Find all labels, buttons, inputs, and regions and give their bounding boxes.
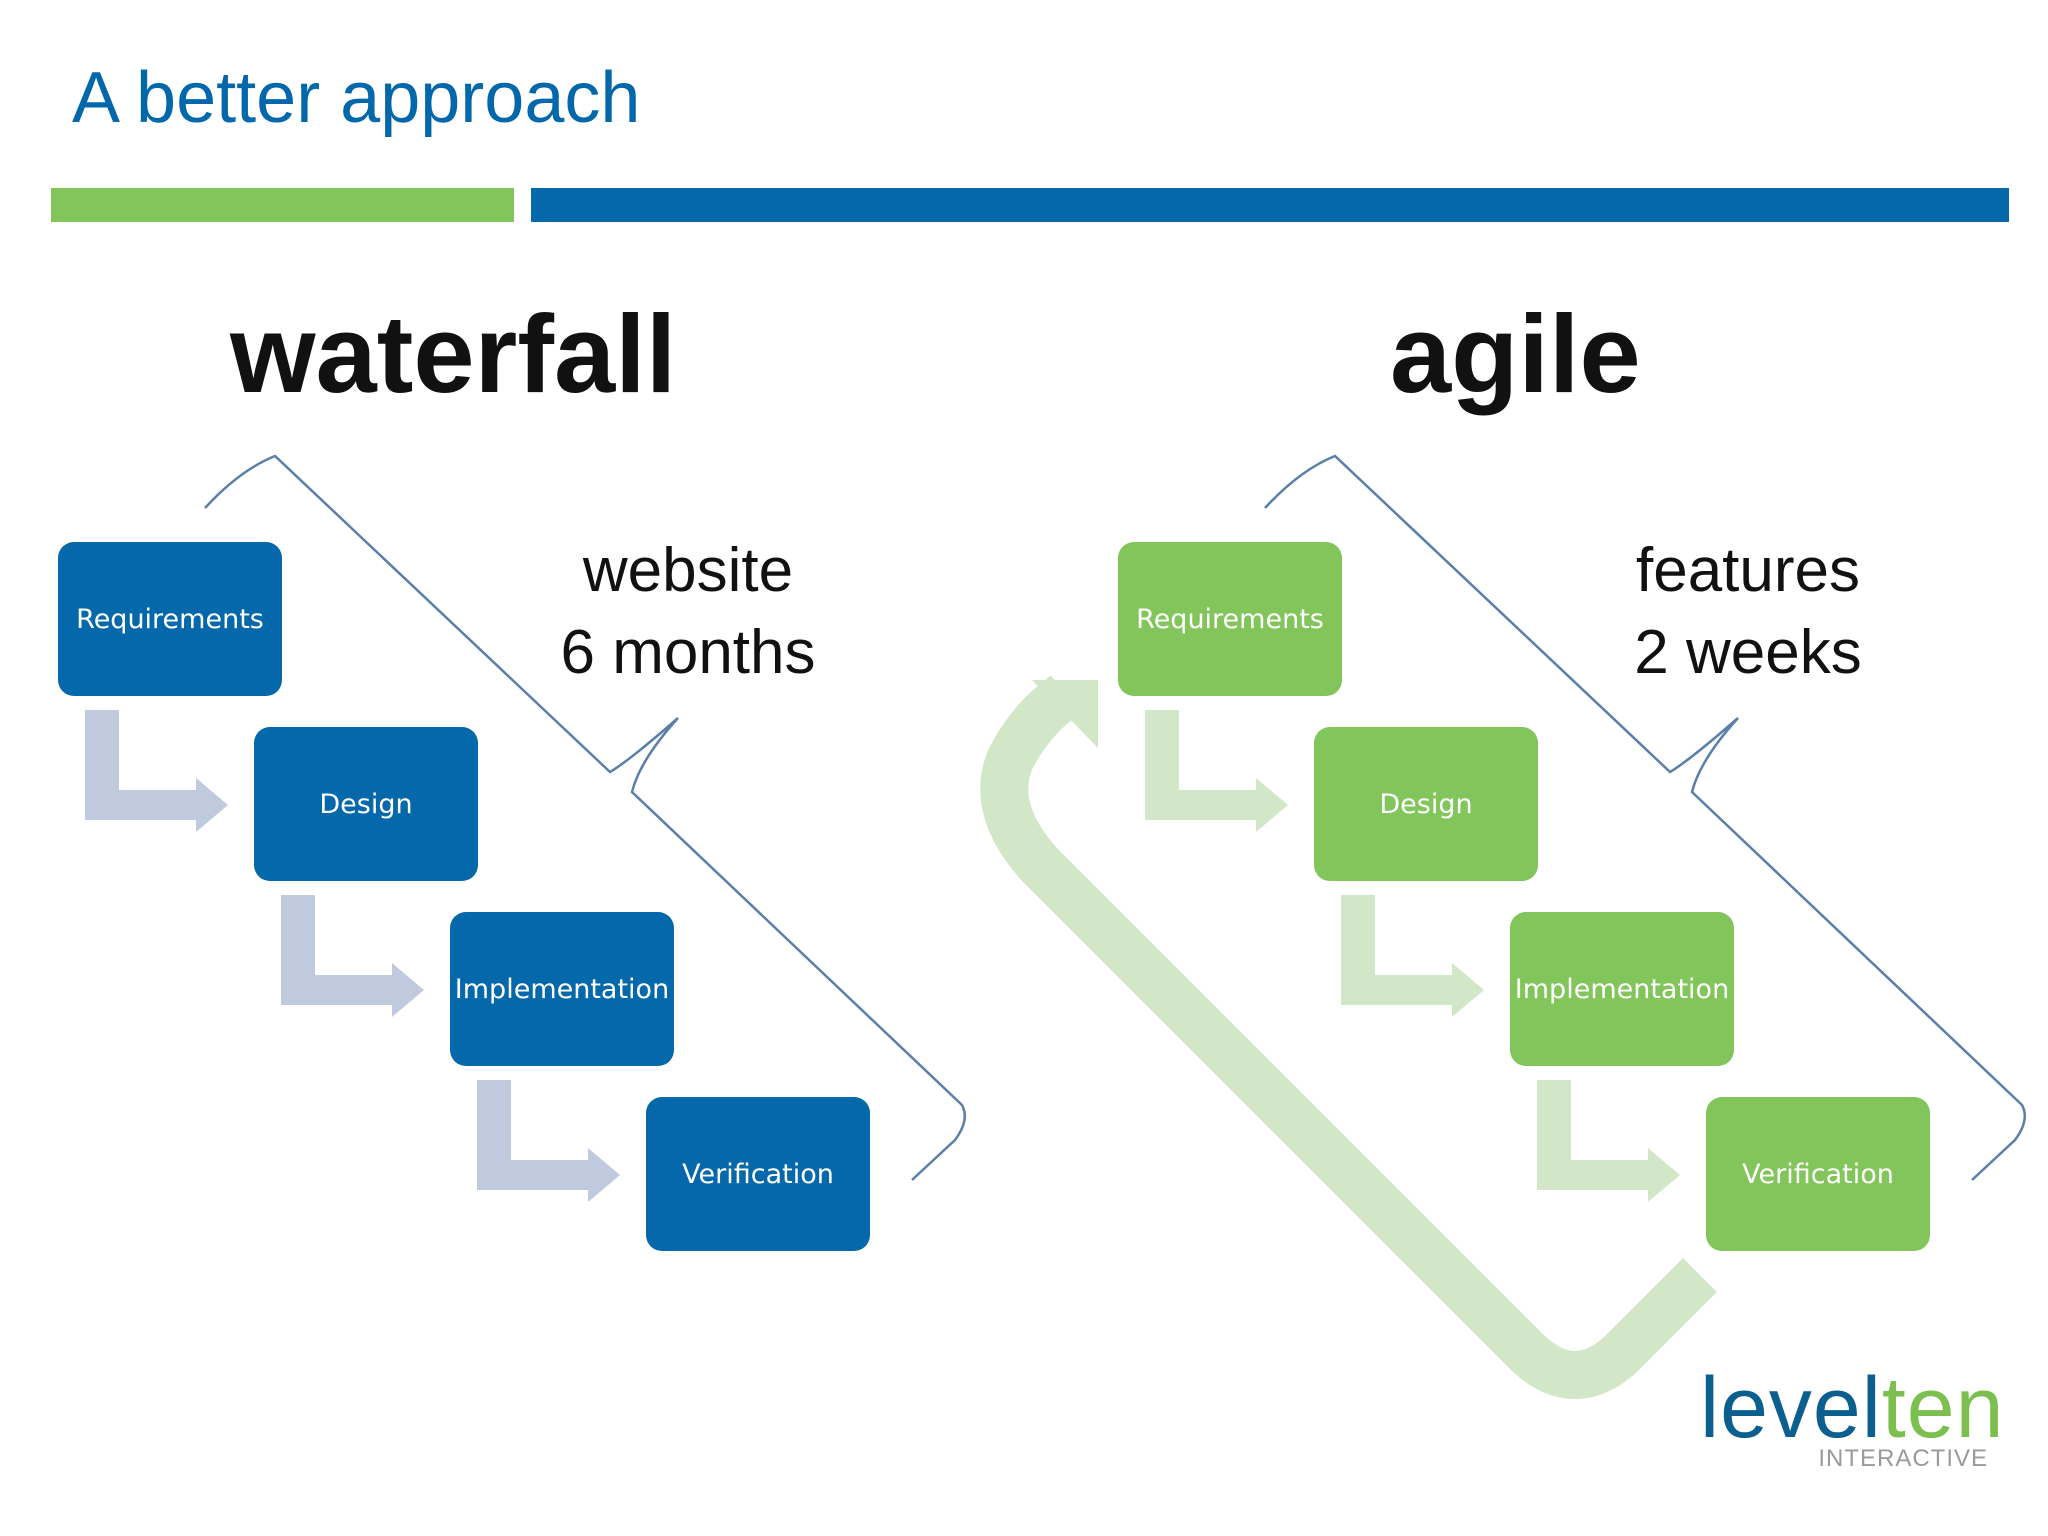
logo-subtitle: INTERACTIVE [1818,1445,1988,1472]
agile-step-label: Requirements [1136,603,1324,635]
agile-step-arrows [1145,710,1680,1202]
waterfall-arrow-1-icon [85,710,228,832]
agile-step-implementation: Implementation [1510,912,1734,1066]
agile-step-design: Design [1314,727,1538,881]
agile-scope-line2: 2 weeks [1634,618,1862,687]
waterfall-step-implementation: Implementation [450,912,674,1066]
waterfall-arrow-2-icon [281,895,424,1017]
agile-loop-arrow-icon [980,675,1717,1399]
slide-title: A better approach [72,58,641,138]
waterfall-heading: waterfall [230,293,677,416]
logo-ten-text: ten [1881,1360,2005,1456]
logo-level-text: level [1700,1360,1882,1456]
agile-heading: agile [1390,293,1641,416]
agile-step-label: Verification [1742,1158,1894,1190]
waterfall-step-design: Design [254,727,478,881]
waterfall-bracket-icon [204,454,967,1181]
waterfall-step-label: Verification [682,1158,834,1190]
agile-step-verification: Verification [1706,1097,1930,1251]
waterfall-scope-line1: website [582,536,794,605]
waterfall-scope-line2: 6 months [560,618,816,687]
agile-arrow-3-icon [1537,1080,1680,1202]
agile-scope-line1: features [1635,536,1861,605]
agile-arrow-1-icon [1145,710,1288,832]
agile-arrow-2-icon [1341,895,1484,1017]
agile-step-label: Design [1379,788,1473,820]
title-underline-blue [531,188,2009,222]
agile-step-label: Implementation [1514,973,1730,1005]
logo-wordmark: levelten [1700,1365,2004,1451]
agile-step-requirements: Requirements [1118,542,1342,696]
waterfall-step-verification: Verification [646,1097,870,1251]
waterfall-step-label: Implementation [454,973,670,1005]
waterfall-step-arrows [85,710,620,1202]
waterfall-step-requirements: Requirements [58,542,282,696]
waterfall-arrow-3-icon [477,1080,620,1202]
title-underline-green [51,188,514,222]
agile-bracket-icon [1264,454,2027,1181]
levelten-logo: levelten INTERACTIVE [1700,1365,2003,1475]
waterfall-step-label: Design [319,788,413,820]
waterfall-step-label: Requirements [76,603,264,635]
agile-loop-arrowhead-icon [1032,680,1098,748]
